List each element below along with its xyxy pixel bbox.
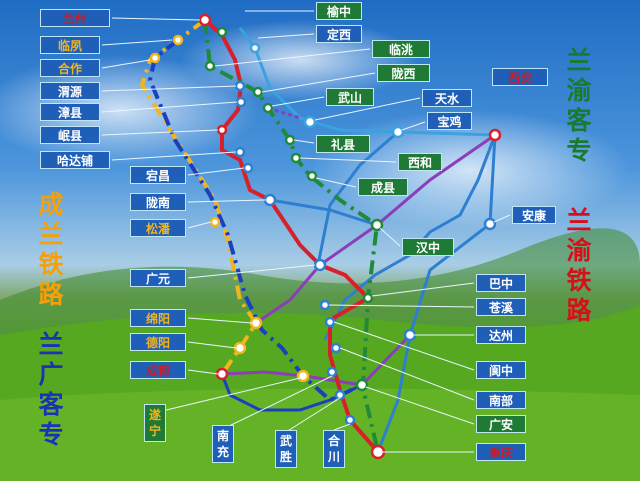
node-zhangxian[interactable] — [235, 96, 247, 108]
label-hechuan[interactable]: 合川 — [323, 430, 345, 468]
node-guangan[interactable] — [355, 378, 369, 392]
label-deyang[interactable]: 德阳 — [130, 333, 186, 351]
node-lixian[interactable] — [284, 134, 296, 146]
node-longnan[interactable] — [263, 193, 277, 207]
xiyu-line — [376, 134, 497, 453]
label-lanzhou[interactable]: 兰州 — [40, 9, 110, 27]
label-nanbu[interactable]: 南部 — [476, 391, 526, 409]
node-hanzhong[interactable] — [370, 218, 384, 232]
label-hezuo[interactable]: 合作 — [40, 59, 100, 77]
label-wushan[interactable]: 武山 — [326, 88, 374, 106]
node-chengxian[interactable] — [306, 170, 318, 182]
node-xian[interactable] — [488, 128, 502, 142]
label-baoji[interactable]: 宝鸡 — [427, 112, 472, 130]
title-languang-kezhuan: 兰广客专 — [38, 330, 64, 449]
label-chongqing[interactable]: 重庆 — [476, 443, 526, 461]
lanyu-pdl — [203, 19, 380, 453]
label-nanchong[interactable]: 南充 — [212, 425, 234, 463]
label-dangchang[interactable]: 宕昌 — [130, 166, 186, 184]
label-longxi[interactable]: 陇西 — [377, 64, 430, 82]
node-lanzhou[interactable] — [198, 13, 212, 27]
node-nanchong[interactable] — [326, 366, 338, 378]
label-guangan[interactable]: 广安 — [476, 415, 526, 433]
label-suining[interactable]: 遂宁 — [144, 404, 166, 442]
node-langzhong[interactable] — [324, 316, 336, 328]
node-songpan[interactable] — [209, 216, 221, 228]
node-hadapu[interactable] — [234, 146, 246, 158]
node-xihe[interactable] — [290, 152, 302, 164]
label-dingxi[interactable]: 定西 — [316, 25, 362, 43]
node-suining[interactable] — [296, 369, 310, 383]
label-zhangxian[interactable]: 漳县 — [40, 103, 100, 121]
label-guangyuan[interactable]: 广元 — [130, 269, 186, 287]
purple-link-3 — [267, 106, 301, 120]
node-bazhong[interactable] — [362, 292, 374, 304]
label-minxian[interactable]: 岷县 — [40, 126, 100, 144]
label-lixian[interactable]: 礼县 — [316, 135, 370, 153]
chengyu-railway — [220, 373, 363, 412]
node-dangchang[interactable] — [242, 162, 254, 174]
label-bazhong[interactable]: 巴中 — [476, 274, 526, 292]
leader-lines — [101, 10, 511, 453]
node-minxian[interactable] — [216, 124, 228, 136]
label-xihe[interactable]: 西和 — [398, 153, 442, 171]
label-songpan[interactable]: 松潘 — [130, 219, 186, 237]
node-weiyuan[interactable] — [234, 80, 246, 92]
node-guangyuan[interactable] — [313, 258, 327, 272]
label-hanzhong[interactable]: 汉中 — [402, 238, 454, 256]
purple-link-1 — [376, 133, 496, 227]
node-tianshui[interactable] — [303, 115, 317, 129]
node-wushan[interactable] — [262, 102, 274, 114]
label-chengxian[interactable]: 成县 — [358, 178, 408, 196]
node-dingxi[interactable] — [249, 42, 261, 54]
label-yuzhong[interactable]: 榆中 — [316, 2, 362, 20]
label-tianshui[interactable]: 天水 — [422, 89, 472, 107]
label-dazhou[interactable]: 达州 — [476, 326, 526, 344]
label-lintao[interactable]: 临洮 — [372, 40, 430, 58]
label-hadapu[interactable]: 哈达铺 — [40, 151, 110, 169]
node-dazhou[interactable] — [403, 328, 417, 342]
node-wusheng[interactable] — [334, 389, 346, 401]
label-weiyuan[interactable]: 渭源 — [40, 82, 100, 100]
title-lanyu-kezhuan: 兰渝客专 — [566, 46, 592, 165]
label-wusheng[interactable]: 武胜 — [275, 430, 297, 468]
purple-link-2 — [255, 223, 378, 325]
node-yuzhong[interactable] — [216, 26, 228, 38]
label-ankang[interactable]: 安康 — [512, 206, 556, 224]
node-nanbu[interactable] — [330, 342, 342, 354]
node-deyang[interactable] — [233, 341, 247, 355]
title-lanyu-tielu: 兰渝铁路 — [566, 206, 592, 325]
node-lintao[interactable] — [204, 60, 216, 72]
label-mianyang[interactable]: 绵阳 — [130, 309, 186, 327]
title-chenglan-tielu: 成兰铁路 — [38, 190, 64, 309]
label-chengdu[interactable]: 成都 — [130, 361, 186, 379]
node-ankang[interactable] — [483, 217, 497, 231]
longhan-line — [269, 198, 378, 227]
node-hechuan[interactable] — [344, 414, 356, 426]
label-longnan[interactable]: 陇南 — [130, 193, 186, 211]
node-longxi[interactable] — [252, 86, 264, 98]
node-mianyang[interactable] — [249, 316, 263, 330]
station-nodes — [149, 13, 502, 460]
label-linfeng[interactable]: 临夙 — [40, 36, 100, 54]
label-xian[interactable]: 西安 — [492, 68, 548, 86]
node-linfeng[interactable] — [172, 34, 184, 46]
node-baoji[interactable] — [391, 125, 405, 139]
node-cangxi[interactable] — [319, 299, 331, 311]
node-chengdu[interactable] — [215, 367, 229, 381]
label-langzhong[interactable]: 阆中 — [476, 361, 526, 379]
label-cangxi[interactable]: 苍溪 — [476, 298, 526, 316]
node-hezuo[interactable] — [149, 52, 161, 64]
